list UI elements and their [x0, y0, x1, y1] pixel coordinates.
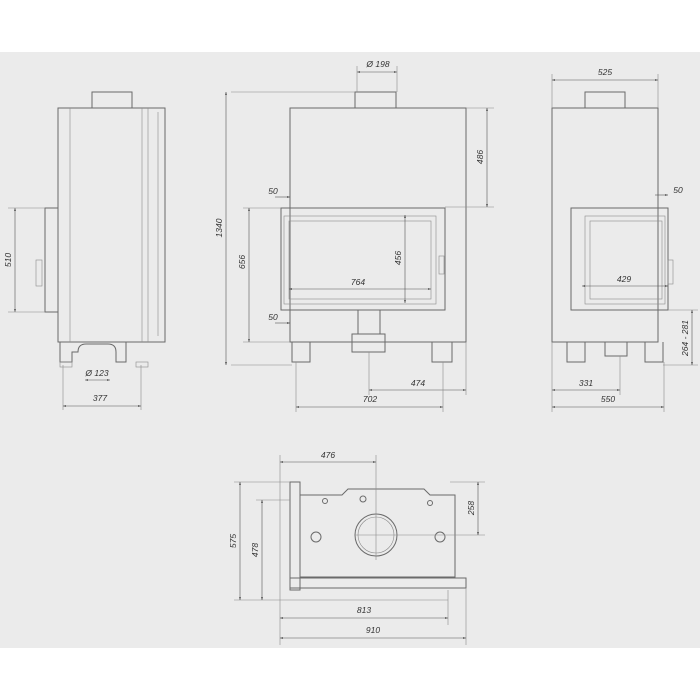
dim-right-flue-offset: 331: [579, 378, 593, 388]
right-view: 525 50 429 264 - 281 331 550: [551, 67, 698, 412]
plan-view: 476 258 575 478 813 910: [228, 450, 485, 645]
dim-door-height: 656: [237, 255, 247, 269]
dim-plan-width-inner: 813: [357, 605, 371, 615]
dim-glass-height: 456: [393, 251, 403, 265]
dim-right-glass-width: 429: [617, 274, 631, 284]
dim-right-offset: 50: [673, 185, 683, 195]
dim-plan-flue-x: 476: [321, 450, 335, 460]
dim-right-top-width: 525: [598, 67, 612, 77]
dim-front-width: 702: [363, 394, 377, 404]
dim-total-height: 1340: [214, 218, 224, 237]
dim-right-width: 550: [601, 394, 615, 404]
dim-top-height: 486: [475, 150, 485, 164]
dim-side-flue-diameter: Ø 123: [84, 368, 108, 378]
dim-plan-depth-inner: 478: [250, 543, 260, 557]
dim-plan-flue-y: 258: [466, 501, 476, 516]
front-view: 1340 656 Ø 198 486 50 50 764 456 474 702: [214, 59, 494, 412]
dim-side-depth: 377: [93, 393, 107, 403]
dim-offset-bottom: 50: [268, 312, 278, 322]
dim-plan-depth-total: 575: [228, 534, 238, 548]
side-view: 510 Ø 123 377: [3, 91, 166, 410]
dim-front-flue-diameter: Ø 198: [365, 59, 389, 69]
dim-flue-offset: 474: [411, 378, 425, 388]
dim-offset-top: 50: [268, 186, 278, 196]
dim-base-height: 264 - 281: [680, 320, 690, 357]
dim-side-door-height: 510: [3, 253, 13, 267]
drawing-background: [0, 52, 700, 648]
dim-plan-width-total: 910: [366, 625, 380, 635]
dim-glass-width: 764: [351, 277, 365, 287]
